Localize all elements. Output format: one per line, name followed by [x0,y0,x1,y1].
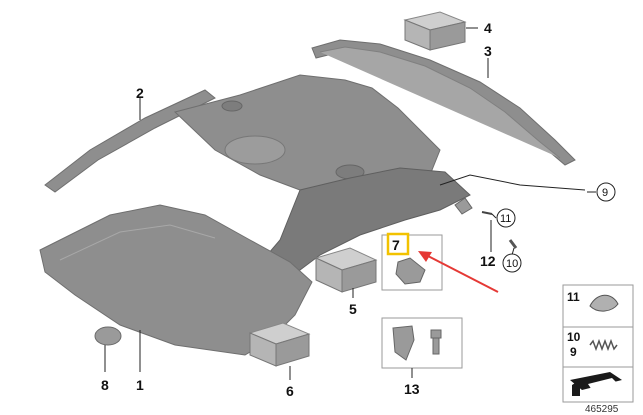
part-5-box[interactable] [314,247,378,293]
legend-label-11: 11 [567,290,580,304]
callout-13: 13 [404,381,420,397]
side-trim-strip[interactable] [44,89,216,193]
legend-label-10: 10 [567,330,581,344]
red-pointer-arrow-icon [418,251,499,293]
tension-spring-icon [589,338,618,352]
legend-panel [562,284,634,403]
part-6-box[interactable] [248,322,311,367]
part-4-box[interactable] [403,11,467,51]
callout-5: 5 [349,301,357,317]
callout-9: 9 [602,187,608,199]
headliner-lower-panel[interactable] [39,204,313,356]
callout-4: 4 [484,20,492,36]
callout-6: 6 [286,383,294,399]
callout-10-circle [502,253,522,273]
callout-2: 2 [136,85,144,101]
spring-clip-icon [589,294,619,312]
callout-1: 1 [136,377,144,393]
document-arrow-icon [570,372,622,396]
document-number: 465295 [585,404,619,415]
small-clip-parts[interactable] [454,197,518,249]
roof-frame-strip[interactable] [311,39,576,166]
callout-7: 7 [392,237,400,253]
callout-9-circle [596,182,616,202]
callout-3: 3 [484,43,492,59]
callout-8: 8 [101,377,109,393]
callout-10: 10 [506,258,518,270]
leader-lines [104,27,596,380]
callout-11-circle [496,208,516,228]
callout-12: 12 [480,253,496,269]
legend-label-9: 9 [570,345,577,359]
detail-frame-13 [381,317,463,369]
callout-11: 11 [500,213,511,225]
callout-7-highlight [386,232,410,256]
headliner-upper-panel[interactable] [174,74,441,201]
oval-lens-cover[interactable] [94,326,122,346]
